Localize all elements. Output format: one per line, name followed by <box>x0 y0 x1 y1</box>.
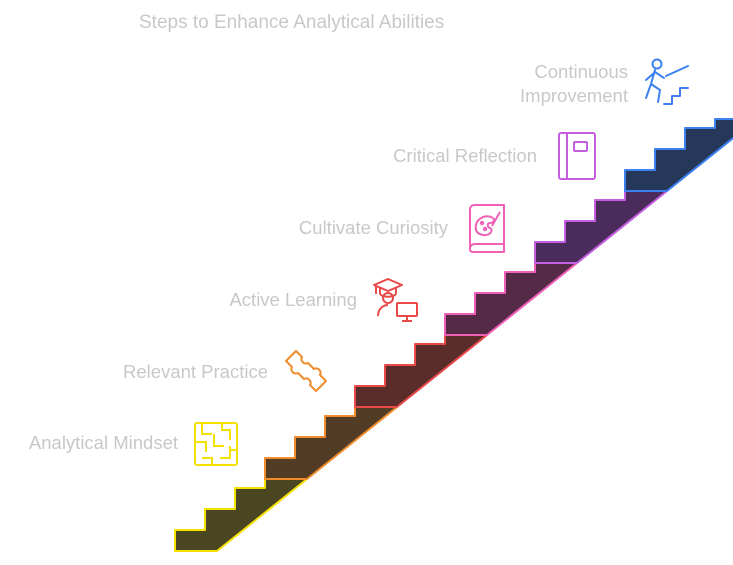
stair-segment <box>354 334 488 408</box>
maze-icon <box>194 422 238 466</box>
stair-segment <box>624 118 733 192</box>
art-book-icon <box>469 204 505 253</box>
step-label-continuous-improvement-text: Continuous Improvement <box>520 61 628 106</box>
stair-segment <box>174 478 308 552</box>
stair-segment <box>264 406 398 480</box>
step-label-active-learning: Active Learning <box>229 289 357 310</box>
puzzle-piece-icon <box>285 350 327 392</box>
step-label-relevant-practice: Relevant Practice <box>123 361 268 382</box>
climbing-stairs-icon <box>645 58 689 105</box>
step-label-continuous-improvement: Continuous Improvement <box>468 60 628 108</box>
step-label-critical-reflection: Critical Reflection <box>393 145 537 166</box>
stair-segment <box>534 190 668 264</box>
graduate-computer-icon <box>373 278 418 322</box>
stair-segment <box>444 262 578 336</box>
notebook-icon <box>558 132 596 180</box>
diagram-title: Steps to Enhance Analytical Abilities <box>139 12 445 33</box>
step-label-analytical-mindset: Analytical Mindset <box>28 432 178 453</box>
step-label-cultivate-curiosity: Cultivate Curiosity <box>298 217 448 238</box>
